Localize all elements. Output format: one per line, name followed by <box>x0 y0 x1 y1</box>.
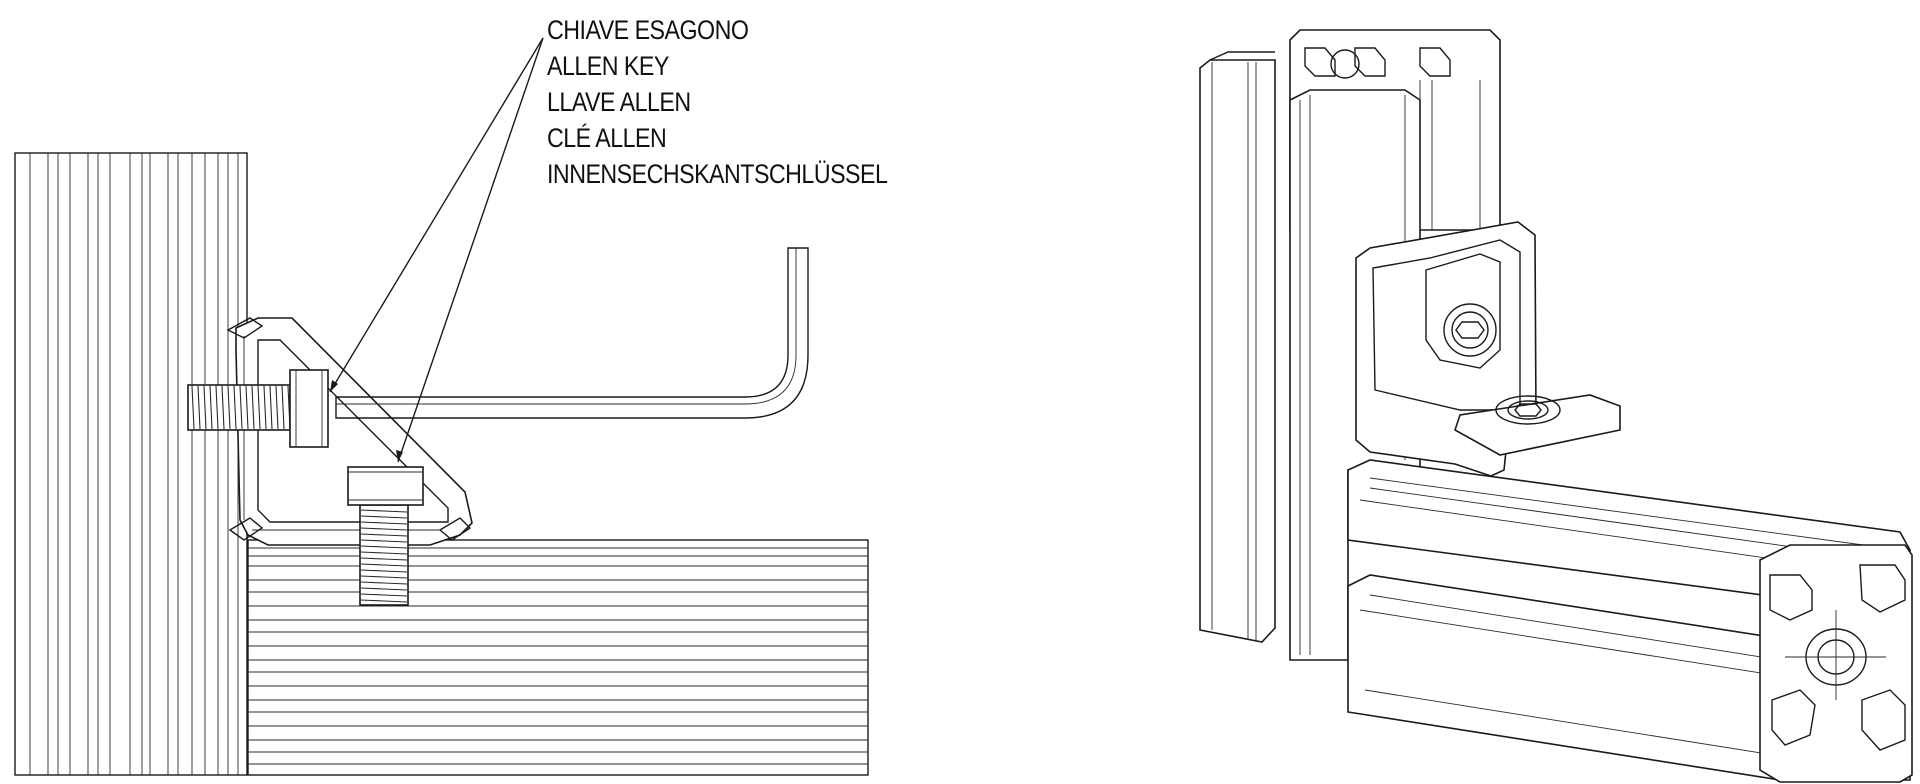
profile-ridge-line <box>360 527 408 531</box>
profile-ridge-line <box>360 593 408 597</box>
profile-ridge-line <box>227 385 231 430</box>
profile-ridge-line <box>360 515 408 519</box>
label-german: INNENSECHSKANTSCHLÜSSEL <box>547 159 888 189</box>
isometric-vertical-profile-left <box>1199 51 1276 643</box>
vertical-screw <box>347 466 424 606</box>
label-french: CLÉ ALLEN <box>547 123 667 153</box>
profile-ridge-line <box>257 385 261 430</box>
horizontal-profile <box>247 539 869 776</box>
label-spanish: LLAVE ALLEN <box>547 87 691 117</box>
isometric-profile-end-face <box>1759 544 1913 783</box>
profile-ridge-line <box>360 521 408 525</box>
profile-ridge-line <box>360 533 408 537</box>
profile-ridge-line <box>191 385 195 430</box>
profile-ridge-line <box>360 551 408 555</box>
profile-ridge-line <box>245 385 249 430</box>
callout-leader-lines <box>329 37 544 463</box>
profile-ridge-line <box>269 385 273 430</box>
profile-ridge-line <box>360 581 408 585</box>
label-italian: CHIAVE ESAGONO <box>547 15 749 45</box>
profile-ridge-line <box>360 509 408 513</box>
profile-ridge-line <box>239 385 243 430</box>
profile-ridge-line <box>209 385 213 430</box>
profile-ridge-line <box>360 545 408 549</box>
label-english: ALLEN KEY <box>547 51 669 81</box>
profile-ridge-line <box>263 385 267 430</box>
profile-ridge-line <box>360 575 408 579</box>
profile-ridge-line <box>360 563 408 567</box>
profile-ridge-line <box>360 587 408 591</box>
allen-key-callout-labels: CHIAVE ESAGONO ALLEN KEY LLAVE ALLEN CLÉ… <box>547 12 943 192</box>
isometric-corner-bracket <box>1355 221 1621 477</box>
profile-ridge-line <box>221 385 225 430</box>
profile-ridge-line <box>360 539 408 543</box>
vertical-profile <box>14 152 248 776</box>
profile-ridge-line <box>251 385 255 430</box>
profile-ridge-line <box>275 385 279 430</box>
profile-ridge-line <box>281 385 285 430</box>
profile-ridge-line <box>360 557 408 561</box>
allen-key <box>335 247 809 419</box>
profile-ridge-line <box>215 385 219 430</box>
horizontal-screw <box>187 369 329 448</box>
profile-ridge-line <box>197 385 201 430</box>
profile-ridge-line <box>203 385 207 430</box>
profile-ridge-line <box>233 385 237 430</box>
profile-ridge-line <box>360 569 408 573</box>
profile-ridge-line <box>360 599 408 603</box>
